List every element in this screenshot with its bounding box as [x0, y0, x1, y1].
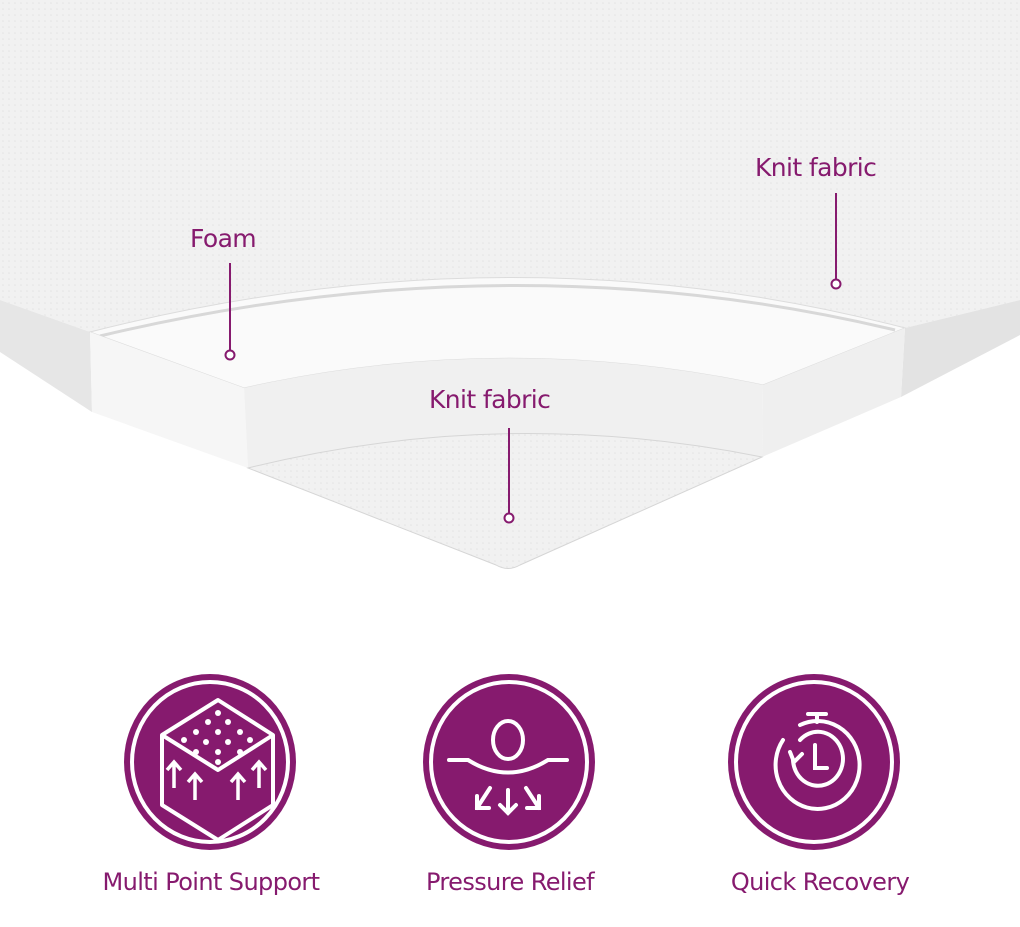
foam-right-face	[762, 328, 905, 457]
mattress-side-left	[0, 300, 92, 412]
knit-top-callout-dot	[830, 278, 842, 290]
feature-label-quick-recovery: Quick Recovery	[730, 868, 910, 896]
mattress-top-surface	[0, 0, 1020, 332]
foam-left-face	[90, 332, 248, 468]
stopwatch-recovery-icon	[728, 674, 900, 850]
knit-bottom-callout-dot	[503, 512, 515, 524]
bottom-knit-fabric	[246, 433, 764, 569]
feature-label-multi-point-support: Multi Point Support	[102, 868, 321, 896]
foam-front-face	[244, 358, 763, 468]
knit-fabric-bottom-callout-label: Knit fabric	[429, 385, 551, 414]
feature-label-pressure-relief: Pressure Relief	[425, 868, 595, 896]
knit-fabric-top-callout-label: Knit fabric	[755, 153, 877, 182]
mattress-side-right	[901, 300, 1020, 397]
foam-cube-arrows-icon	[124, 674, 296, 850]
foam-callout-dot	[224, 349, 236, 361]
foam-callout-label: Foam	[190, 224, 257, 253]
pressure-relief-icon	[423, 674, 595, 850]
